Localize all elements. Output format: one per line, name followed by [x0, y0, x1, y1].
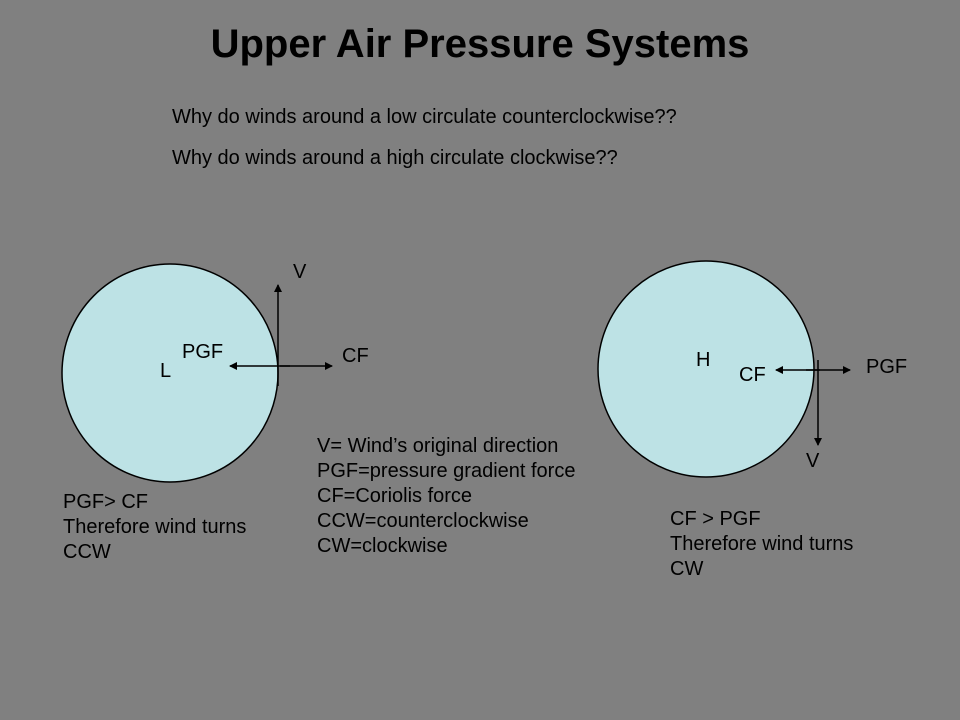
legend-line: CF=Coriolis force — [317, 485, 473, 507]
high-note-line: Therefore wind turns — [670, 533, 854, 555]
low-v-label: V — [293, 261, 307, 283]
high-pressure-circle — [597, 260, 815, 478]
high-pgf-label: PGF — [866, 356, 907, 378]
legend-line: CCW=counterclockwise — [317, 510, 529, 532]
legend: V= Wind’s original direction PGF=pressur… — [317, 434, 575, 559]
high-v-label: V — [806, 450, 820, 472]
slide-title: Upper Air Pressure Systems — [210, 22, 750, 66]
high-note-line: CW — [670, 558, 704, 580]
question-high: Why do winds around a high circulate clo… — [172, 147, 618, 169]
high-pressure-system: H CF PGF V — [597, 260, 907, 478]
question-low: Why do winds around a low circulate coun… — [172, 106, 677, 128]
legend-line: V= Wind’s original direction — [317, 435, 559, 457]
high-note-line: CF > PGF — [670, 508, 761, 530]
high-cf-label: CF — [739, 364, 766, 386]
low-note-line: CCW — [63, 541, 111, 563]
low-center-label: L — [160, 360, 171, 382]
low-pressure-system: L PGF CF V — [61, 261, 369, 483]
low-explanation: PGF> CF Therefore wind turns CCW — [63, 490, 246, 565]
high-center-label: H — [696, 349, 710, 371]
legend-line: PGF=pressure gradient force — [317, 460, 576, 482]
low-note-line: Therefore wind turns — [63, 516, 247, 538]
legend-line: CW=clockwise — [317, 535, 448, 557]
low-cf-label: CF — [342, 345, 369, 367]
low-note-line: PGF> CF — [63, 491, 149, 513]
low-pgf-label: PGF — [182, 341, 223, 363]
high-explanation: CF > PGF Therefore wind turns CW — [670, 507, 853, 582]
